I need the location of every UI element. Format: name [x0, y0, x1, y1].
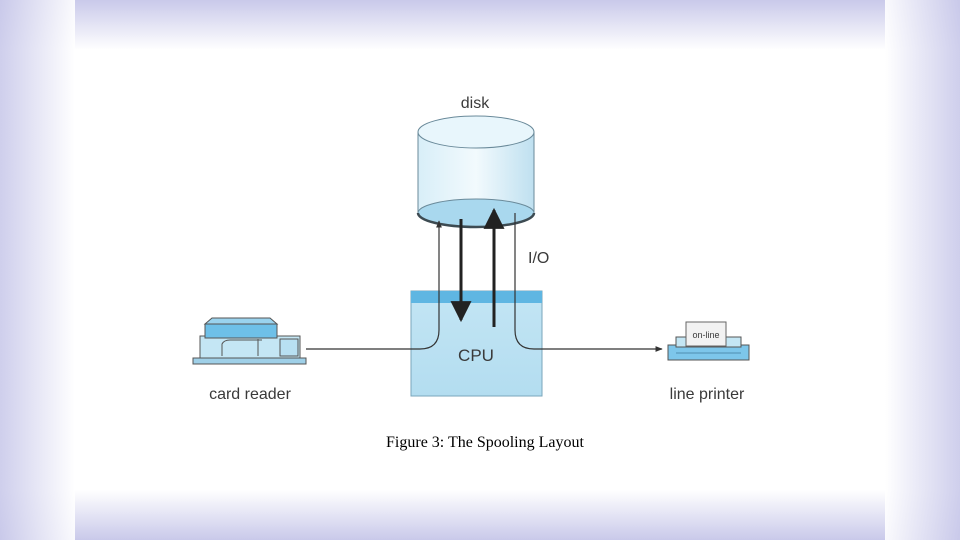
- card-reader-label: card reader: [209, 386, 291, 403]
- card-reader-device: [192, 317, 307, 365]
- io-label: I/O: [528, 250, 549, 267]
- cpu-label: CPU: [458, 346, 494, 365]
- disk-to-printer-line: [514, 213, 663, 352]
- disk-cylinder: [416, 115, 536, 229]
- cpu-box: [410, 290, 543, 397]
- figure-caption: Figure 3: The Spooling Layout: [386, 434, 584, 451]
- line-printer-label: line printer: [670, 386, 745, 403]
- printer-tag-label: on-line: [692, 330, 719, 340]
- card-reader-to-disk-line: [306, 220, 442, 350]
- disk-label: disk: [461, 95, 490, 112]
- io-arrows: [450, 207, 505, 327]
- line-printer-device: [667, 321, 750, 361]
